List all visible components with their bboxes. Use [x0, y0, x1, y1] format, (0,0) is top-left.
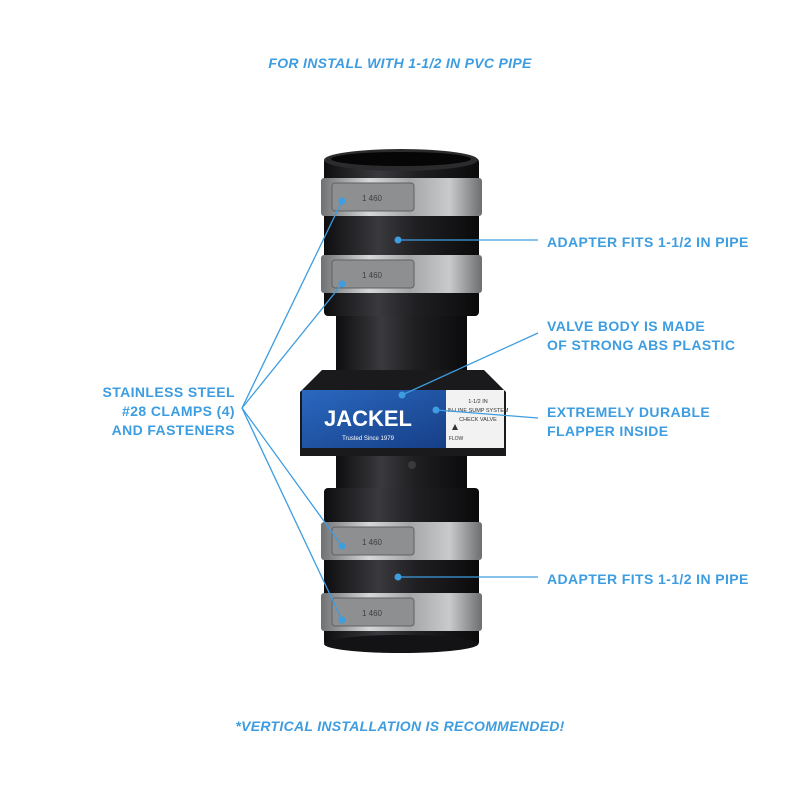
- top-clamp-lower-stamp: 1 460: [362, 271, 383, 280]
- dot-bottom-adapter: [394, 573, 402, 581]
- jackel-brand-text: JACKEL: [324, 406, 412, 431]
- top-caption: FOR INSTALL WITH 1-1/2 IN PVC PIPE: [268, 55, 532, 71]
- bottom-adapter: 1 460 1 460: [321, 488, 482, 653]
- bottom-adapter-rim: [324, 635, 478, 653]
- top-clamp-upper-screw-housing: [331, 182, 415, 212]
- clamp-leader-lines: [241, 200, 343, 621]
- top-clamp-lower-screw-housing: [331, 259, 415, 289]
- callout-flapper: EXTREMELY DURABLE FLAPPER INSIDE: [547, 404, 711, 439]
- bottom-caption: *VERTICAL INSTALLATION IS RECOMMENDED!: [235, 718, 565, 734]
- leader-clamp-3: [241, 407, 343, 547]
- side-label-line-2: IN-LINE SUMP SYSTEM: [447, 408, 508, 414]
- side-label-line-3: CHECK VALVE: [459, 417, 497, 423]
- callout-bottom-adapter: ADAPTER FITS 1-1/2 IN PIPE: [547, 571, 749, 587]
- callout-valve-body: VALVE BODY IS MADE OF STRONG ABS PLASTIC: [547, 318, 736, 353]
- valve-body: JACKEL Trusted Since 1979 1-1/2 IN IN-LI…: [300, 316, 509, 491]
- bottom-clamp-lower-screw-housing: [331, 597, 415, 627]
- dot-clamp-1: [338, 197, 346, 205]
- dot-clamp-2: [338, 280, 346, 288]
- right-leader-lines: [398, 239, 539, 578]
- housing-bolt: [408, 461, 416, 469]
- right-leader-dots: [394, 236, 440, 581]
- leader-flapper: [435, 409, 539, 419]
- dot-flapper: [432, 406, 440, 414]
- dot-clamp-4: [338, 616, 346, 624]
- flow-arrow-icon: [452, 424, 458, 430]
- top-clamp-upper-stamp: 1 460: [362, 194, 383, 203]
- dot-top-adapter: [394, 236, 402, 244]
- bottom-clamp-upper-stamp: 1 460: [362, 538, 383, 547]
- bottom-clamp-upper-screw-housing: [331, 526, 415, 556]
- top-adapter: 1 460 1 460: [321, 149, 482, 316]
- leader-clamp-1: [241, 200, 343, 409]
- clamp-leader-dots: [338, 197, 346, 624]
- callout-top-adapter: ADAPTER FITS 1-1/2 IN PIPE: [547, 234, 749, 250]
- top-adapter-opening: [331, 152, 471, 166]
- bottom-clamp-lower-stamp: 1 460: [362, 609, 383, 618]
- side-label-line-1: 1-1/2 IN: [468, 399, 488, 405]
- dot-clamp-3: [338, 542, 346, 550]
- jackel-label: [302, 390, 446, 448]
- jackel-tagline: Trusted Since 1979: [342, 436, 394, 442]
- leader-clamp-2: [241, 283, 343, 409]
- leader-clamp-4: [241, 407, 343, 621]
- callout-clamps: STAINLESS STEEL #28 CLAMPS (4) AND FASTE…: [102, 384, 235, 438]
- flow-text: FLOW: [449, 436, 464, 442]
- side-label: [446, 390, 504, 448]
- dot-valve-body: [398, 391, 406, 399]
- leader-valve-body: [401, 332, 539, 396]
